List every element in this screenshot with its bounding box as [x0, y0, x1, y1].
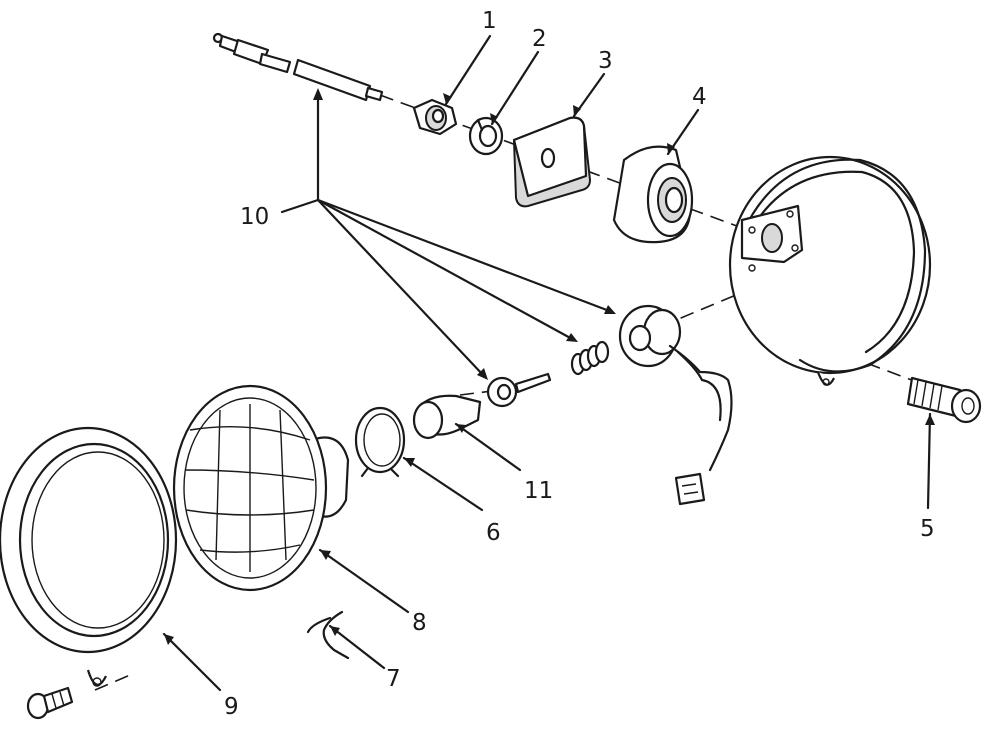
callout-7: 7	[386, 666, 401, 692]
callout-4: 4	[692, 84, 707, 110]
callout-labels: 1 2 3 4 5 6 7 8 9 10 11	[224, 8, 935, 720]
rubber-grommet	[612, 145, 694, 244]
hex-nut	[412, 98, 458, 136]
callout-1: 1	[482, 8, 497, 34]
lamp-bulb	[412, 394, 482, 440]
leader-lines	[162, 34, 935, 692]
sealed-beam-unit	[172, 384, 350, 592]
bulb-socket-with-lead	[618, 304, 733, 506]
retaining-ring	[354, 406, 406, 478]
front-rim	[0, 426, 178, 687]
callout-11: 11	[524, 478, 553, 504]
contact-plunger	[486, 372, 552, 408]
contact-spring	[570, 340, 610, 376]
lock-washer	[468, 116, 504, 156]
callout-6: 6	[486, 520, 501, 546]
stud-rod	[212, 32, 384, 102]
spring-clip	[306, 610, 350, 660]
callout-3: 3	[598, 48, 613, 74]
callout-9: 9	[224, 694, 239, 720]
square-pad	[512, 116, 592, 208]
rim-screw	[26, 686, 74, 720]
housing-screw	[906, 376, 982, 424]
callout-2: 2	[532, 26, 547, 52]
callout-5: 5	[920, 516, 935, 542]
callout-8: 8	[412, 610, 427, 636]
lamp-housing	[728, 155, 932, 386]
callout-10: 10	[240, 204, 269, 230]
